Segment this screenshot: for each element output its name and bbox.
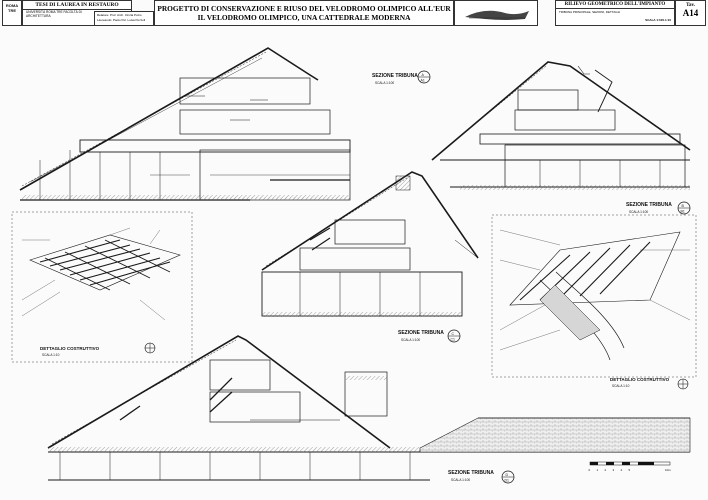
section-tribuna-4 bbox=[47, 335, 691, 481]
detail-right bbox=[491, 214, 697, 378]
student-line: Laureando: Paolo Pel. Luisa Pezzoli bbox=[97, 18, 146, 22]
section-1-title: SEZIONE TRIBUNA SCALA 1:100 A A1 bbox=[372, 70, 431, 85]
university-line-2: ARCHITETTURA bbox=[26, 14, 51, 18]
survey-block: RILIEVO GEOMETRICO DELL'IMPIANTO TRIBUNA… bbox=[555, 0, 675, 26]
project-title-1: PROGETTO DI CONSERVAZIONE E RIUSO DEL VE… bbox=[157, 4, 451, 13]
section-tribuna-3 bbox=[261, 171, 479, 317]
university-line-1: UNIVERSITÀ ROMA TRE FACOLTÀ DI bbox=[26, 10, 82, 14]
section-1-mark-bottom: A1 bbox=[421, 79, 425, 83]
table-label: Tav. bbox=[686, 3, 695, 8]
section-1-title-text: SEZIONE TRIBUNA bbox=[372, 73, 418, 79]
scale-tick-5: 5 bbox=[629, 468, 631, 472]
thesis-heading: TESI DI LAUREA IN RESTAURO bbox=[23, 1, 131, 10]
scale-note: SCALA 1:100-1:10 bbox=[645, 18, 671, 22]
section-3-title-text: SEZIONE TRIBUNA bbox=[398, 330, 444, 336]
detail-left-scale-text: SCALA 1:10 bbox=[42, 353, 60, 357]
detail-left bbox=[11, 211, 193, 363]
section-4-title-text: SEZIONE TRIBUNA bbox=[448, 470, 494, 476]
scale-tick-3: 3 bbox=[613, 468, 615, 472]
velodrome-roof-icon bbox=[465, 10, 529, 20]
survey-sub: TRIBUNA PRINCIPALE, SEZIONI, DETTAGLI bbox=[559, 10, 621, 14]
detail-right-scale-text: SCALA 1:10 bbox=[612, 384, 630, 388]
section-4-mark-bottom: D1 bbox=[505, 479, 510, 483]
scale-tick-0: 0 bbox=[589, 468, 591, 472]
table-number: A14 bbox=[682, 8, 699, 18]
velodrome-thumbnail bbox=[454, 0, 538, 26]
table-number-block: Tav. A14 bbox=[675, 0, 706, 26]
section-4-title: SEZIONE TRIBUNA SCALA 1:100 D D1 bbox=[448, 470, 515, 484]
section-2-mark-top: B bbox=[682, 204, 685, 208]
project-title-block: PROGETTO DI CONSERVAZIONE E RIUSO DEL VE… bbox=[154, 0, 454, 26]
section-tribuna-2 bbox=[431, 61, 691, 190]
detail-left-title-text: DETTAGLIO COSTRUTTIVO bbox=[40, 346, 100, 351]
scale-tick-2: 2 bbox=[605, 468, 607, 472]
graphic-scale-bar: 0 1 2 3 4 5 10m bbox=[589, 461, 671, 472]
section-2-mark-bottom: B1 bbox=[681, 210, 685, 214]
detail-left-title: DETTAGLIO COSTRUTTIVO SCALA 1:10 bbox=[40, 342, 156, 357]
section-3-title: SEZIONE TRIBUNA SCALA 1:100 C C1 bbox=[398, 329, 461, 343]
section-1-mark-top: A bbox=[422, 73, 425, 77]
section-tribuna-1 bbox=[19, 47, 351, 201]
section-4-mark-top: D bbox=[506, 473, 509, 477]
detail-right-title-text: DETTAGLIO COSTRUTTIVO bbox=[610, 377, 670, 382]
scale-tick-1: 1 bbox=[597, 468, 599, 472]
section-2-title-text: SEZIONE TRIBUNA bbox=[626, 202, 672, 208]
section-3-mark-top: C bbox=[452, 332, 455, 336]
project-title-2: IL VELODROMO OLIMPICO, UNA CATTEDRALE MO… bbox=[197, 13, 411, 22]
section-2-title: SEZIONE TRIBUNA SCALA 1:100 B B1 bbox=[626, 201, 691, 215]
survey-heading: RILIEVO GEOMETRICO DELL'IMPIANTO bbox=[556, 1, 674, 9]
scale-tick-10: 10m bbox=[665, 468, 671, 472]
section-4-scale-text: SCALA 1:100 bbox=[451, 478, 470, 482]
section-2-scale-text: SCALA 1:100 bbox=[629, 210, 648, 214]
logo-block: ROMA TRE bbox=[2, 0, 22, 26]
scale-tick-4: 4 bbox=[621, 468, 623, 472]
section-3-mark-bottom: C1 bbox=[451, 338, 456, 342]
supervisor-line: Relatore: Prof. Arch. Cinzia Pozio bbox=[97, 13, 142, 17]
university-logo: ROMA TRE bbox=[5, 3, 19, 13]
section-3-scale-text: SCALA 1:100 bbox=[401, 338, 420, 342]
section-1-scale-text: SCALA 1:100 bbox=[375, 81, 394, 85]
supervisor-block: Relatore: Prof. Arch. Cinzia Pozio Laure… bbox=[94, 11, 154, 26]
detail-right-title: DETTAGLIO COSTRUTTIVO SCALA 1:10 bbox=[610, 377, 689, 390]
